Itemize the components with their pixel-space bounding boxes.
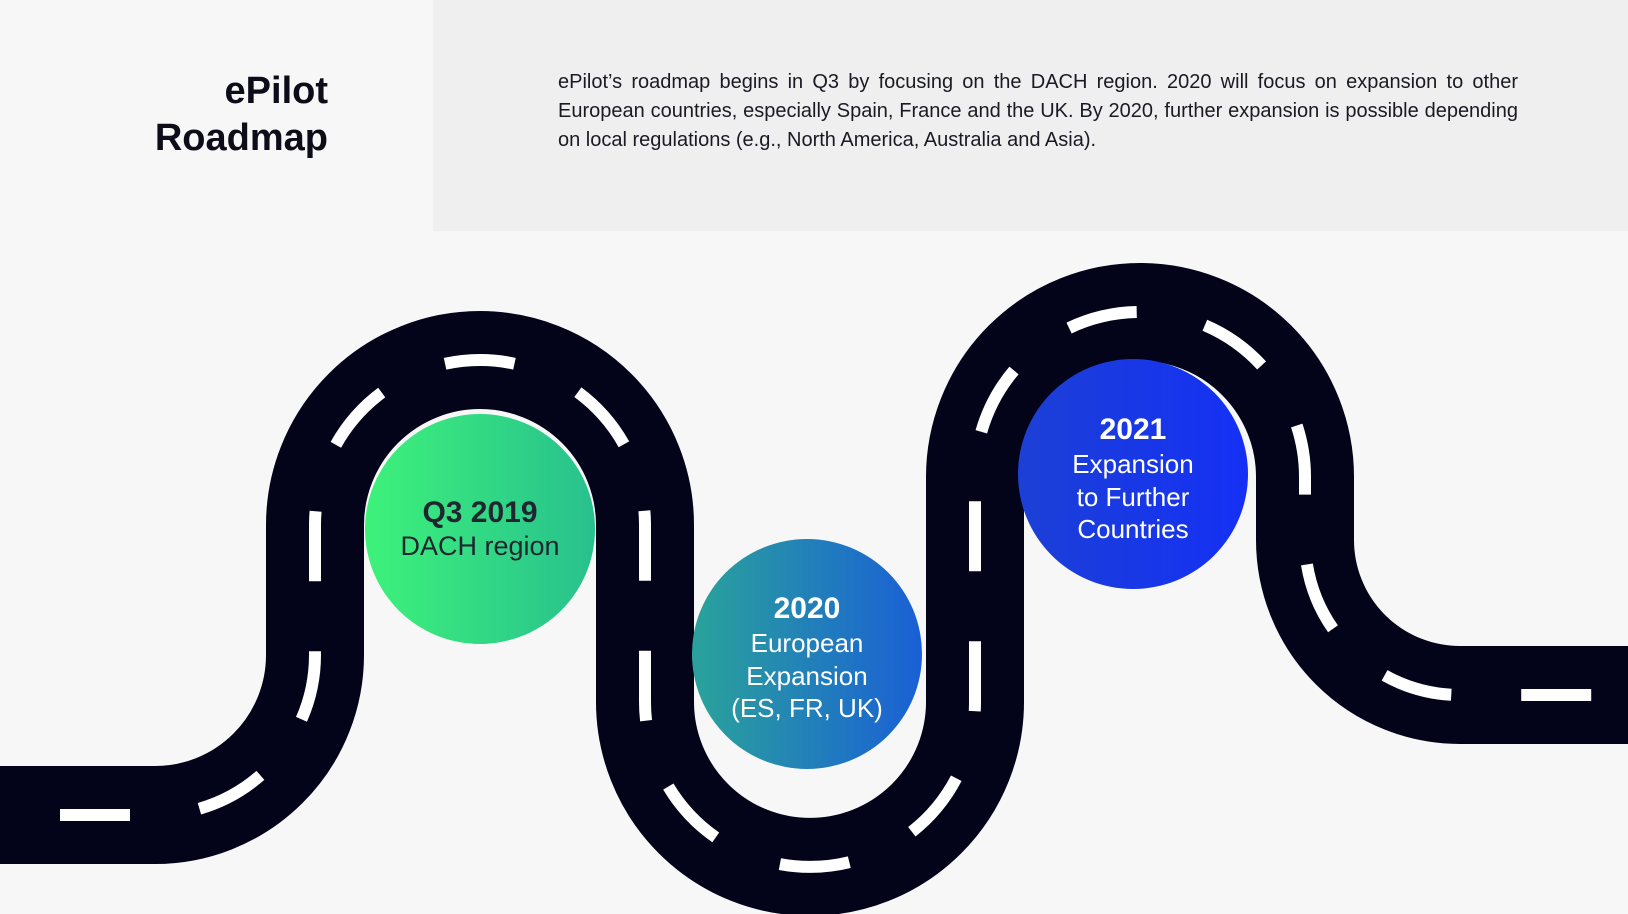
milestone-2020: 2020 European Expansion (ES, FR, UK): [692, 539, 922, 769]
milestone-label: Expansion: [746, 661, 867, 691]
milestone-label: (ES, FR, UK): [731, 693, 883, 723]
milestone-2021: 2021 Expansion to Further Countries: [1018, 359, 1248, 589]
milestone-label: European: [751, 628, 864, 658]
roadmap-description: ePilot’s roadmap begins in Q3 by focusin…: [558, 71, 1518, 151]
milestone-heading: 2021: [1100, 413, 1167, 446]
milestone-circle: [1018, 359, 1248, 589]
milestone-label: Countries: [1077, 514, 1188, 544]
milestone-circle: [692, 539, 922, 769]
page-title: ePilot Roadmap: [60, 68, 328, 162]
milestone-heading: 2020: [774, 592, 841, 625]
description-panel: [433, 0, 1628, 231]
milestone-label: to Further: [1077, 482, 1190, 512]
milestone-heading: Q3 2019: [422, 496, 537, 529]
title-line-1: ePilot: [224, 70, 328, 112]
milestone-label: Expansion: [1072, 449, 1193, 479]
milestone-circle: [365, 414, 595, 644]
milestone-label: DACH region: [400, 531, 559, 561]
title-line-2: Roadmap: [154, 117, 328, 159]
road-lane-markings: [0, 306, 1628, 873]
milestone-q3-2019: Q3 2019 DACH region: [365, 414, 595, 644]
